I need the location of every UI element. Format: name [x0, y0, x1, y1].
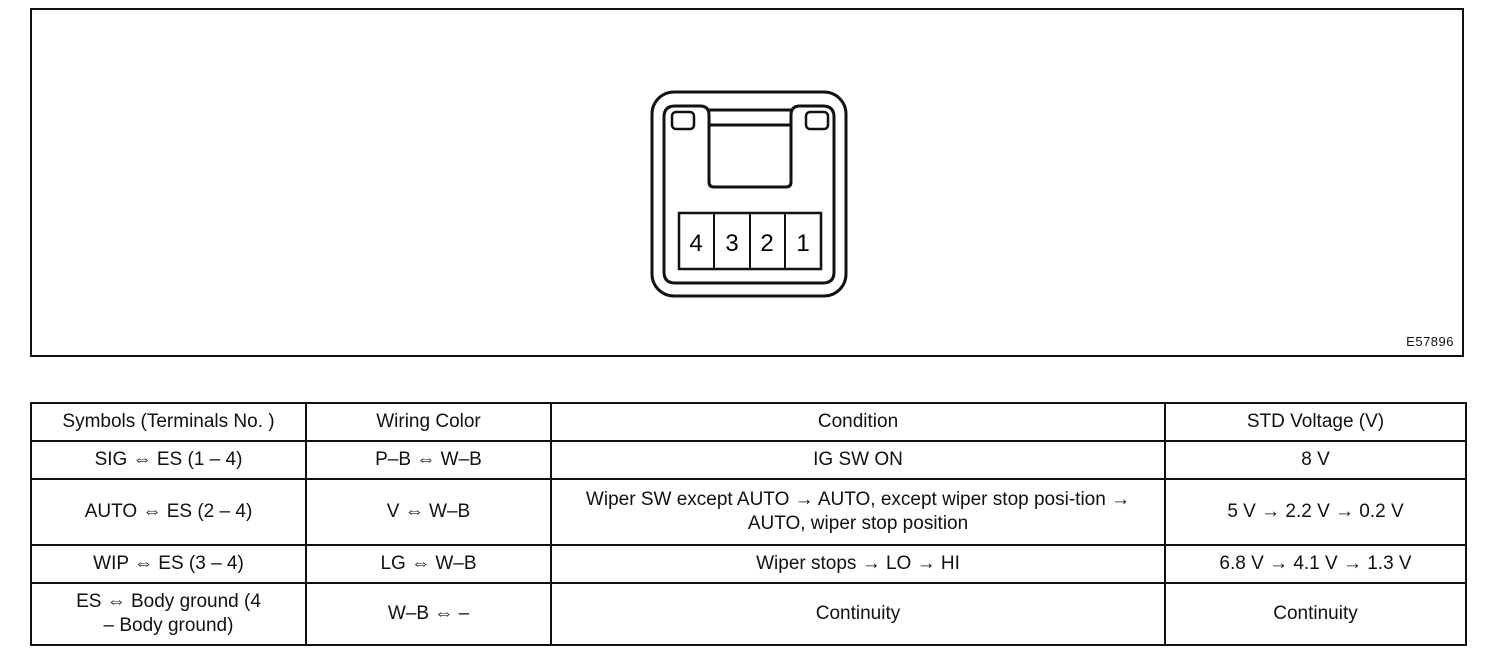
- figure-code: E57896: [1406, 334, 1454, 349]
- terminal-label: 2: [760, 230, 773, 257]
- connector-housing-inner: [662, 104, 836, 285]
- connector-housing-outer: [650, 90, 848, 298]
- cell-symbol: AUTO ⇔ ES (2 – 4): [30, 478, 307, 546]
- table-row: AUTO ⇔ ES (2 – 4) V ⇔ W–B Wiper SW excep…: [30, 478, 1467, 546]
- terminal-label: 1: [796, 230, 809, 257]
- terminal-label: 4: [689, 230, 702, 257]
- cell-wiring: W–B ⇔ –: [305, 582, 552, 646]
- terminal-label: 3: [725, 230, 738, 257]
- cell-condition: Continuity: [550, 582, 1166, 646]
- voltage-spec-table: Symbols (Terminals No. ) Wiring Color Co…: [30, 402, 1467, 646]
- cell-symbol: ES ⇔ Body ground (4 – Body ground): [30, 582, 307, 646]
- header-symbols: Symbols (Terminals No. ): [30, 402, 307, 442]
- table-row: SIG ⇔ ES (1 – 4) P–B ⇔ W–B IG SW ON 8 V: [30, 440, 1467, 480]
- cell-voltage: Continuity: [1164, 582, 1467, 646]
- table-row: WIP ⇔ ES (3 – 4) LG ⇔ W–B Wiper stops → …: [30, 544, 1467, 584]
- cell-wiring: P–B ⇔ W–B: [305, 440, 552, 480]
- header-wiring-color: Wiring Color: [305, 402, 552, 442]
- header-std-voltage: STD Voltage (V): [1164, 402, 1467, 442]
- table-row: ES ⇔ Body ground (4 – Body ground) W–B ⇔…: [30, 582, 1467, 646]
- cell-voltage: 5 V → 2.2 V → 0.2 V: [1164, 478, 1467, 546]
- cell-voltage: 8 V: [1164, 440, 1467, 480]
- connector-diagram: 4 3 2 1: [650, 90, 848, 298]
- cell-condition: Wiper SW except AUTO → AUTO, except wipe…: [550, 478, 1166, 546]
- header-condition: Condition: [550, 402, 1166, 442]
- cell-condition: IG SW ON: [550, 440, 1166, 480]
- cell-voltage: 6.8 V → 4.1 V → 1.3 V: [1164, 544, 1467, 584]
- guide-slot-right: [804, 110, 830, 131]
- cell-symbol: WIP ⇔ ES (3 – 4): [30, 544, 307, 584]
- guide-slot-left: [670, 110, 696, 131]
- cell-wiring: LG ⇔ W–B: [305, 544, 552, 584]
- table-header-row: Symbols (Terminals No. ) Wiring Color Co…: [30, 402, 1467, 442]
- cell-symbol: SIG ⇔ ES (1 – 4): [30, 440, 307, 480]
- cell-wiring: V ⇔ W–B: [305, 478, 552, 546]
- cell-condition: Wiper stops → LO → HI: [550, 544, 1166, 584]
- connector-figure: 4 3 2 1 E57896: [30, 8, 1464, 357]
